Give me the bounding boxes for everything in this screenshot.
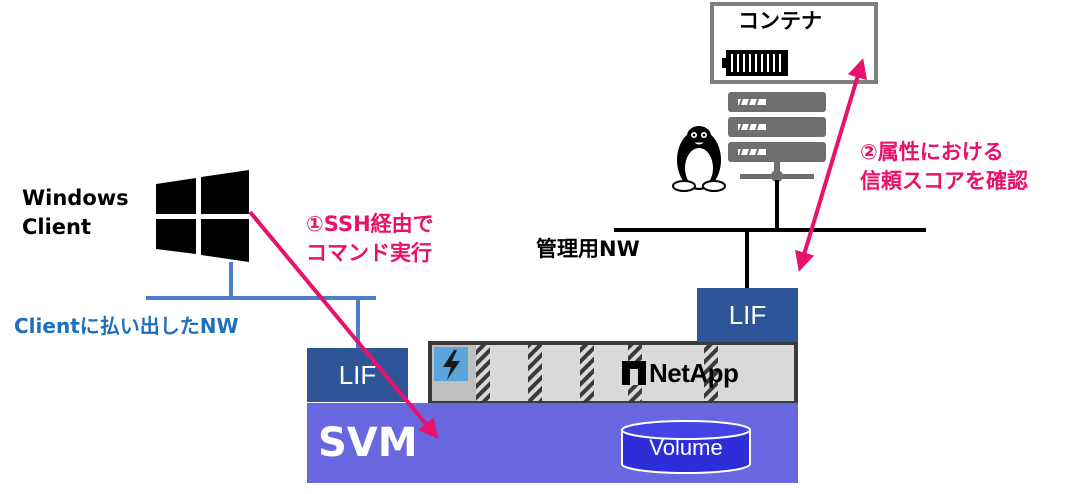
lif-left: LIF <box>307 348 408 402</box>
step2-line1: ②属性における <box>860 140 1004 164</box>
windows-label-line2: Client <box>22 215 92 239</box>
client-nw-label: Clientに払い出したNW <box>14 314 239 338</box>
step2-line2: 信頼スコアを確認 <box>860 169 1028 193</box>
windows-logo-icon <box>156 170 249 262</box>
server-icon <box>728 92 826 182</box>
volume-label: Volume <box>649 435 723 460</box>
step1-line1: ①SSH経由で <box>306 212 434 236</box>
container-icon <box>722 50 788 76</box>
netapp-logo-icon: NetApp <box>622 357 739 388</box>
svm-label: SVM <box>318 420 418 466</box>
mgmt-nw-label: 管理用NW <box>536 237 640 261</box>
netapp-shelf <box>428 341 798 405</box>
windows-client-label: Windows Client <box>22 184 129 242</box>
step1-line2: コマンド実行 <box>306 241 432 265</box>
step1-label: ①SSH経由で コマンド実行 <box>306 210 434 268</box>
netapp-wordmark: NetApp <box>649 357 739 388</box>
netapp-mark <box>622 361 646 385</box>
lightning-icon <box>443 350 460 380</box>
step2-label: ②属性における 信頼スコアを確認 <box>860 138 1028 196</box>
container-label: コンテナ <box>738 9 822 33</box>
windows-label-line1: Windows <box>22 186 129 210</box>
linux-penguin-icon <box>672 126 726 192</box>
lif-right: LIF <box>697 288 798 342</box>
